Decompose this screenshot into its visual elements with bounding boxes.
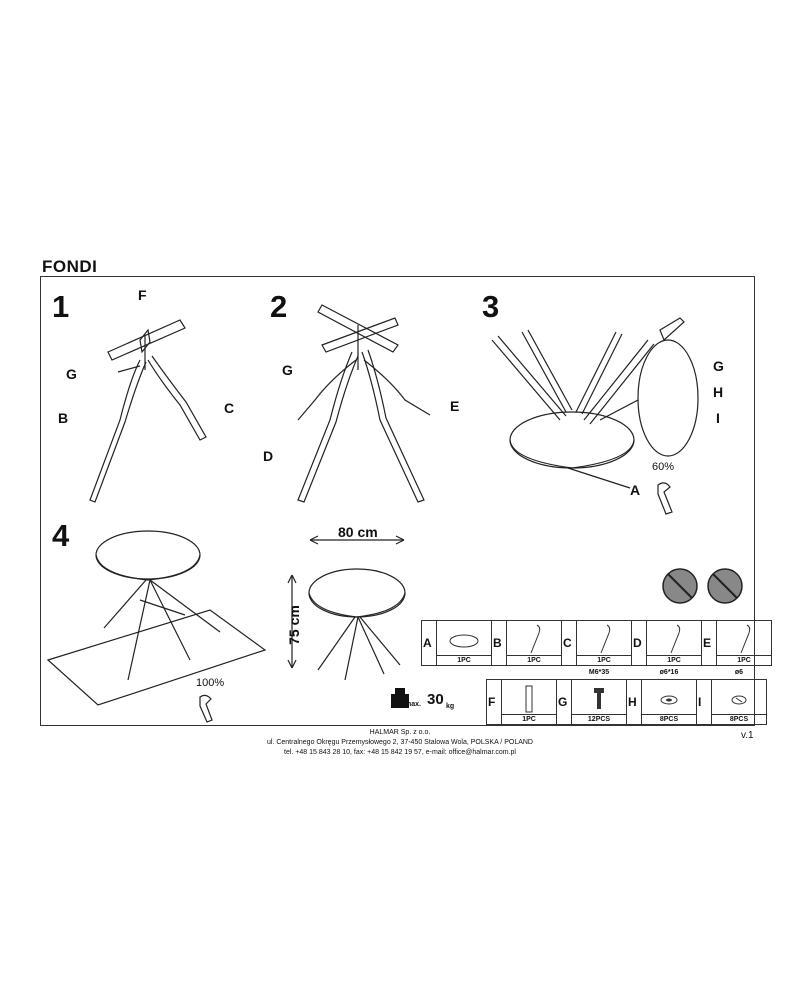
part-qty-d: 1PC (647, 655, 701, 665)
step2-drawing (297, 304, 431, 503)
leg-d-icon (670, 624, 681, 654)
part-key-g: G (556, 679, 572, 725)
step3-label-i: I (716, 410, 720, 426)
step3-label-h: H (713, 384, 724, 400)
dimension-drawing (287, 535, 406, 681)
footer-contact: tel. +48 15 843 28 10, fax: +48 15 842 1… (284, 749, 516, 756)
part-qty-a: 1PC (437, 655, 491, 665)
step2-label-d: D (263, 448, 274, 464)
part-key-i: I (696, 679, 712, 725)
part-qty-e: 1PC (717, 655, 771, 665)
document-title: FONDI (42, 257, 98, 276)
part-cell-i: ø6 8PCS (711, 669, 767, 725)
part-qty-b: 1PC (507, 655, 561, 665)
max-load-unit: kg (446, 703, 455, 710)
step-3-number: 3 (482, 289, 500, 324)
weight-icon (391, 688, 409, 708)
step1-label-g: G (66, 366, 77, 382)
step2-label-e: E (450, 398, 460, 414)
torque-100: 100% (196, 677, 225, 689)
part-qty-c: 1PC (577, 655, 631, 665)
part-cell-e: 1PC (716, 620, 772, 666)
part-cell-g: M6*35 12PCS (571, 669, 627, 725)
wrench-60-icon (657, 482, 673, 515)
part-qty-i: 8PCS (712, 714, 766, 724)
step1-drawing (89, 319, 207, 503)
max-load-prefix: max. (405, 701, 421, 708)
parts-table-row2: F 1PC G M6*35 12PCS H ø6*16 8PCS I ø6 8P… (486, 669, 767, 725)
tabletop-icon (449, 634, 479, 648)
step3-label-a: A (630, 482, 641, 498)
step-2-number: 2 (270, 289, 288, 324)
part-key-d: D (631, 620, 647, 666)
leg-b-icon (530, 624, 541, 654)
step1-label-c: C (224, 400, 235, 416)
part-key-b: B (491, 620, 507, 666)
no-climb-icon (662, 568, 698, 604)
part-key-c: C (561, 620, 577, 666)
part-cell-a: 1PC (436, 620, 492, 666)
part-spec-h: ø6*16 (659, 669, 679, 676)
bracket-f-icon (525, 685, 533, 713)
part-key-f: F (486, 679, 502, 725)
part-cell-h: ø6*16 8PCS (641, 669, 697, 725)
part-qty-h: 8PCS (642, 714, 696, 724)
part-key-h: H (626, 679, 642, 725)
footer-address: ul. Centralnego Okręgu Przemysłowego 2, … (266, 739, 533, 746)
washer-icon (660, 695, 678, 705)
part-key-e: E (701, 620, 717, 666)
dimension-height: 75 cm (286, 605, 302, 645)
parts-table-row1: A 1PC B 1PC C 1PC D 1PC E 1PC (421, 620, 772, 666)
leg-c-icon (600, 624, 611, 654)
part-cell-b: 1PC (506, 620, 562, 666)
spring-washer-icon (731, 695, 747, 705)
dimension-width: 80 cm (338, 524, 378, 540)
no-stand-icon (707, 568, 743, 604)
wrench-100-icon (199, 694, 213, 723)
step2-label-g: G (282, 362, 293, 378)
part-key-a: A (421, 620, 437, 666)
leg-e-icon (740, 624, 751, 654)
part-qty-g: 12PCS (572, 714, 626, 724)
step3-drawing (491, 317, 699, 489)
footer: HALMAR Sp. z o.o. ul. Centralnego Okręgu… (0, 728, 800, 758)
torque-60: 60% (652, 461, 675, 473)
max-load-value: 30 (427, 691, 444, 708)
part-spec-i: ø6 (734, 669, 744, 676)
step-1-number: 1 (52, 289, 70, 324)
footer-company: HALMAR Sp. z o.o. (369, 729, 431, 736)
version-label: v.1 (741, 730, 754, 741)
step3-label-g: G (713, 358, 724, 374)
step-4-number: 4 (52, 518, 70, 553)
bolt-icon (594, 688, 604, 709)
part-qty-f: 1PC (502, 714, 556, 724)
step4-drawing (46, 530, 267, 706)
part-cell-d: 1PC (646, 620, 702, 666)
instruction-frame (40, 276, 755, 726)
part-cell-f: 1PC (501, 679, 557, 725)
part-spec-g: M6*35 (588, 669, 610, 676)
part-cell-c: 1PC (576, 620, 632, 666)
step1-label-f: F (138, 287, 147, 303)
step1-label-b: B (58, 410, 69, 426)
